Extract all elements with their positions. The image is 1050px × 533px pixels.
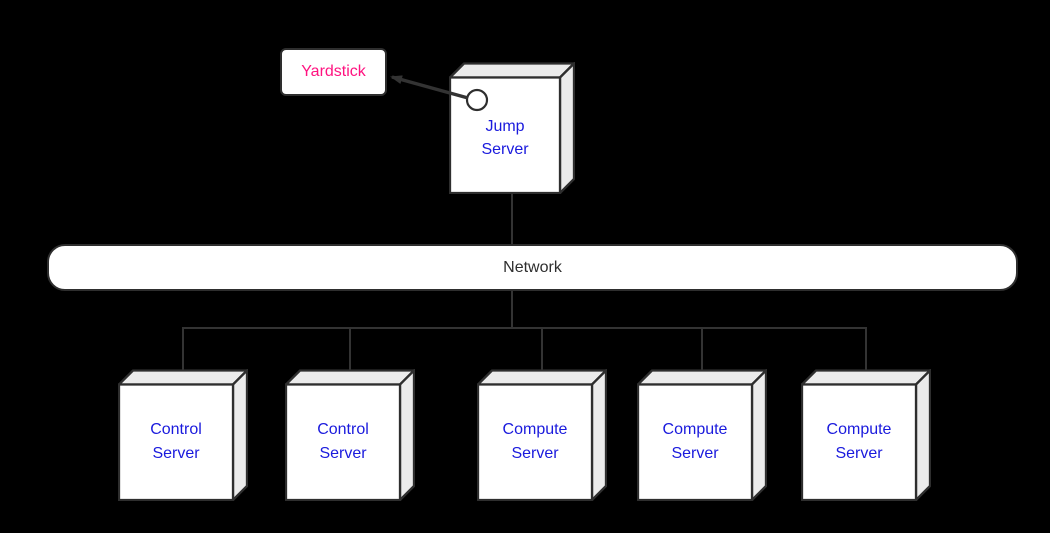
server-label: Compute Server [826, 421, 892, 462]
node-top-face [285, 369, 415, 386]
server-node-compute-1: Compute Server [477, 369, 607, 501]
server-node-compute-2: Compute Server [637, 369, 767, 501]
jump-server-label-line2: Server [481, 141, 529, 158]
yardstick-box: Yardstick [280, 48, 387, 96]
jump-server-node: Jump Server [449, 62, 575, 194]
node-front-face [477, 383, 594, 501]
node-front-face [118, 383, 235, 501]
node-top-face [801, 369, 931, 386]
node-front-face [285, 383, 402, 501]
node-front-face [801, 383, 918, 501]
node-right-face [398, 369, 415, 501]
server-label: Control Server [317, 421, 369, 462]
jump-server-label: Jump Server [450, 82, 560, 194]
jump-server-label-line1: Jump [485, 118, 525, 135]
server-label: Compute Server [502, 421, 568, 462]
server-node-control-2: Control Server [285, 369, 415, 501]
node-top-face [477, 369, 607, 386]
network-label: Network [503, 258, 562, 276]
node-right-face [231, 369, 248, 501]
server-label: Control Server [150, 421, 202, 462]
node-right-face [590, 369, 607, 501]
yardstick-label: Yardstick [301, 63, 366, 80]
node-front-face [637, 383, 754, 501]
node-top-face [118, 369, 248, 386]
rail-line [182, 327, 867, 372]
server-node-control-1: Control Server [118, 369, 248, 501]
node-right-face [914, 369, 931, 501]
network-bus: Network [47, 244, 1018, 291]
node-right-face [558, 62, 575, 194]
port-circle [465, 88, 489, 112]
node-right-face [750, 369, 767, 501]
server-node-compute-3: Compute Server [801, 369, 931, 501]
server-label: Compute Server [662, 421, 728, 462]
node-top-face [637, 369, 767, 386]
node-top-face [449, 62, 575, 79]
